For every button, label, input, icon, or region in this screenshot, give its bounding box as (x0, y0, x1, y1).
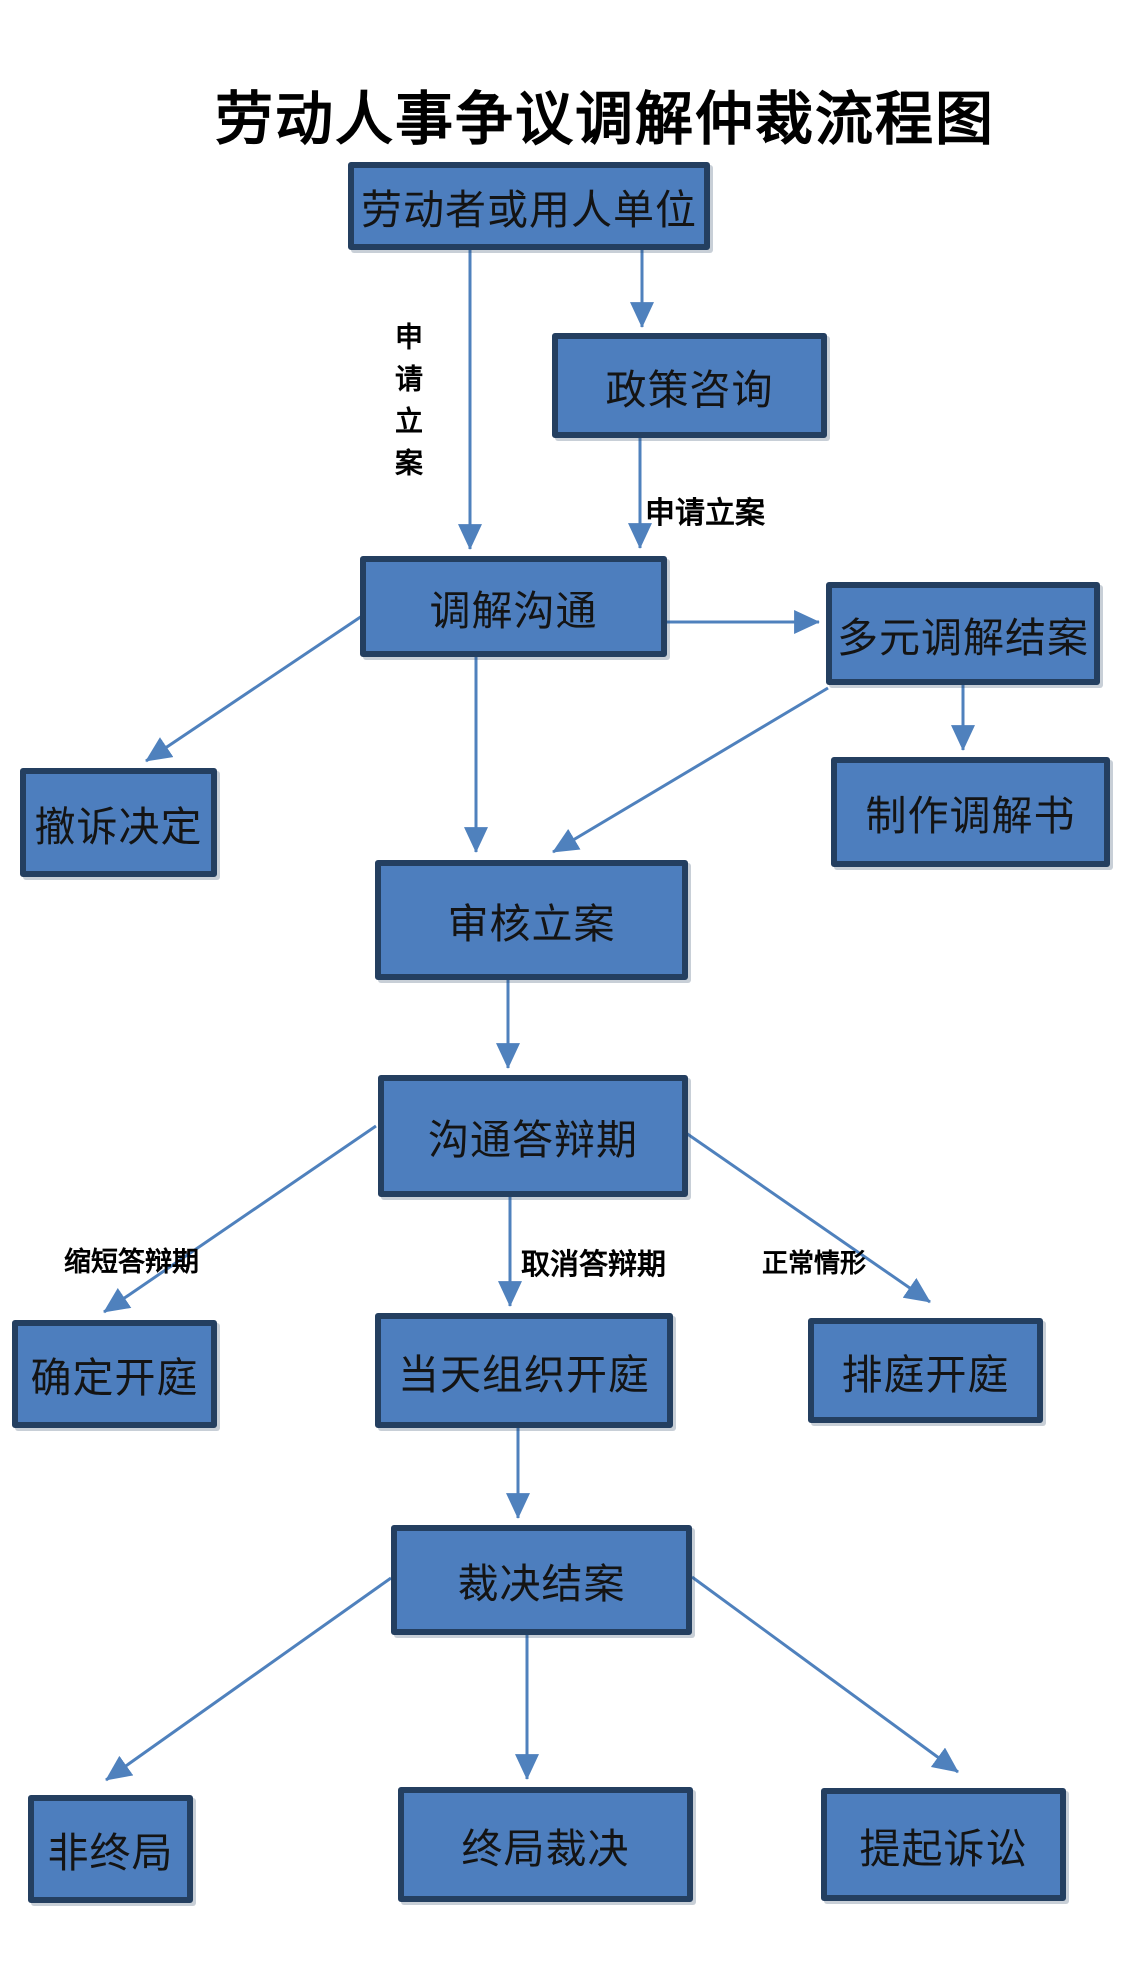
arrow-ruling-to-non-final (105, 1576, 392, 1782)
node-defense-period-label: 沟通答辩期 (428, 1117, 638, 1163)
node-withdraw-decision-label: 撤诉决定 (34, 803, 203, 850)
arrow-defense-to-confirm (103, 1124, 377, 1314)
node-lawsuit: 提起诉讼 (821, 1788, 1066, 1901)
node-mediation-communication: 调解沟通 (360, 556, 667, 657)
arrow-multi-to-review (552, 686, 829, 854)
node-defense-period: 沟通答辩期 (378, 1075, 688, 1197)
node-sameday-hearing-label: 当天组织开庭 (398, 1351, 650, 1398)
node-mediation-document: 制作调解书 (831, 757, 1110, 867)
node-final-ruling: 终局裁决 (398, 1787, 693, 1902)
node-review-filing: 审核立案 (375, 860, 688, 980)
edge-label-normal-case: 正常情形 (762, 1248, 867, 1278)
node-parties: 劳动者或用人单位 (348, 162, 710, 250)
node-lawsuit-label: 提起诉讼 (859, 1825, 1028, 1872)
edge-label-apply-case: 申请立案 (645, 497, 765, 530)
edge-label-cancel-defense: 取消答辩期 (521, 1249, 667, 1281)
node-mediation-communication-label: 调解沟通 (429, 587, 598, 634)
node-multi-mediation-close: 多元调解结案 (826, 582, 1100, 685)
node-policy-consult-label: 政策咨询 (605, 366, 774, 413)
node-ruling-close: 裁决结案 (391, 1525, 692, 1635)
node-confirm-hearing: 确定开庭 (12, 1320, 217, 1428)
edge-label-shorten-defense: 缩短答辩期 (64, 1247, 199, 1277)
page-title: 劳动人事争议调解仲裁流程图 (214, 87, 995, 152)
node-final-ruling-label: 终局裁决 (461, 1825, 630, 1872)
node-review-filing-label: 审核立案 (447, 901, 616, 947)
node-sameday-hearing: 当天组织开庭 (375, 1313, 673, 1428)
node-withdraw-decision: 撤诉决定 (20, 768, 217, 877)
arrow-mediation-to-withdraw (145, 614, 363, 763)
node-ruling-close-label: 裁决结案 (457, 1561, 626, 1607)
edge-label-apply-case-vertical: 申请立案 (392, 322, 423, 490)
node-policy-consult: 政策咨询 (552, 333, 827, 438)
node-confirm-hearing-label: 确定开庭 (30, 1355, 199, 1401)
node-multi-mediation-close-label: 多元调解结案 (837, 614, 1089, 661)
node-scheduled-hearing: 排庭开庭 (808, 1318, 1043, 1423)
node-parties-label: 劳动者或用人单位 (361, 187, 697, 233)
node-scheduled-hearing-label: 排庭开庭 (841, 1351, 1010, 1398)
arrow-ruling-to-lawsuit (691, 1575, 959, 1774)
node-mediation-document-label: 制作调解书 (865, 793, 1076, 839)
node-non-final: 非终局 (28, 1795, 193, 1903)
node-non-final-label: 非终局 (47, 1830, 174, 1876)
